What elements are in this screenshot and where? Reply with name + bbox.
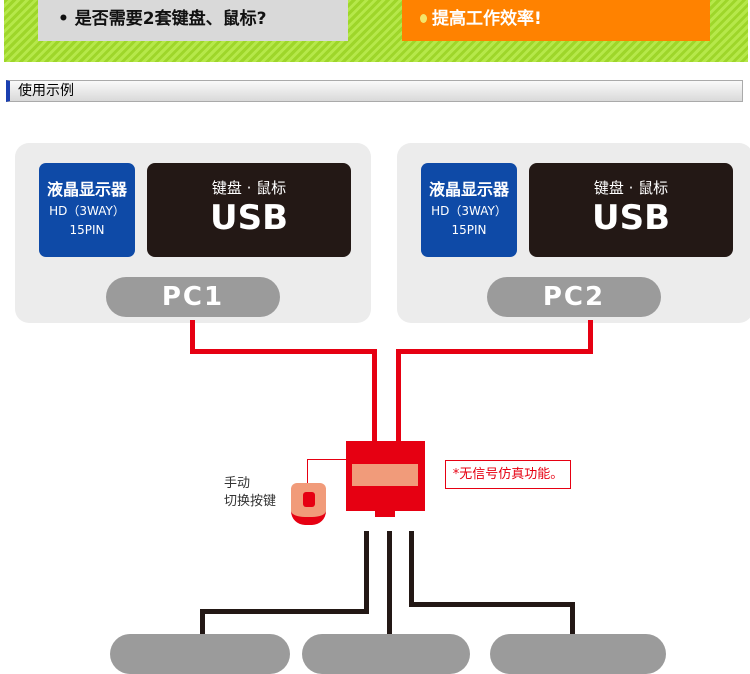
- cable-out-right: [409, 602, 575, 607]
- cable-out-mid: [387, 531, 392, 649]
- pc2-monitor: 液晶显示器 HD（3WAY） 15PIN: [421, 163, 517, 257]
- section-header: 使用示例: [6, 80, 743, 102]
- cable-out-left: [200, 609, 369, 614]
- device-mouse-pill: [490, 634, 666, 674]
- manual-switch-button: [291, 483, 326, 525]
- cable-pc1: [190, 320, 195, 354]
- monitor-spec: HD（3WAY）: [431, 204, 507, 218]
- cable-pc2: [588, 320, 593, 354]
- monitor-title: 液晶显示器: [428, 180, 509, 199]
- button-label-line1: 手动: [224, 476, 251, 491]
- button-wire: [307, 459, 347, 460]
- bullet-icon: [420, 14, 427, 23]
- answer-text: 提高工作效率!: [432, 9, 542, 29]
- cable-out-left: [364, 531, 369, 614]
- monitor-pin: 15PIN: [69, 223, 105, 237]
- button-wire: [307, 459, 308, 483]
- cable-pc2: [396, 349, 593, 354]
- kb-type: USB: [209, 198, 288, 238]
- monitor-title: 液晶显示器: [46, 180, 127, 199]
- pc1-label: PC1: [106, 277, 280, 317]
- switch-port: [375, 510, 395, 517]
- button-label-line2: 切换按键: [224, 494, 277, 509]
- kb-type: USB: [591, 198, 670, 238]
- cable-out-right: [570, 602, 575, 649]
- cable-out-left: [200, 609, 205, 649]
- question-text: 是否需要2套键盘、鼠标?: [74, 9, 267, 29]
- device-keyboard-pill: [302, 634, 470, 674]
- emulation-note: *无信号仿真功能。: [445, 460, 571, 489]
- cable-pc1: [190, 349, 377, 354]
- answer-box: 提高工作效率!: [402, 0, 710, 41]
- switch-panel: [352, 464, 418, 486]
- cable-out-right: [409, 531, 414, 607]
- cable-pc2: [396, 349, 401, 444]
- button-label: 手动切换按键: [224, 475, 276, 511]
- pc2-label: PC2: [487, 277, 661, 317]
- kb-title: 键盘 · 鼠标: [211, 179, 287, 197]
- device-monitor-pill: [110, 634, 290, 674]
- kb-title: 键盘 · 鼠标: [593, 179, 669, 197]
- cable-pc1: [372, 349, 377, 444]
- monitor-spec: HD（3WAY）: [49, 204, 125, 218]
- question-box: • 是否需要2套键盘、鼠标?: [38, 0, 348, 41]
- monitor-pin: 15PIN: [451, 223, 487, 237]
- pc1-monitor: 液晶显示器 HD（3WAY） 15PIN: [39, 163, 135, 257]
